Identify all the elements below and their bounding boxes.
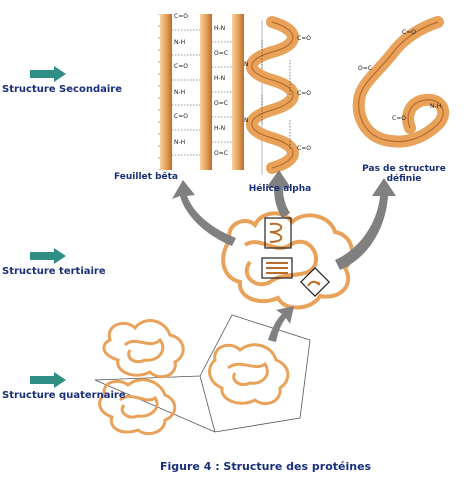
svg-text:C=O: C=O	[392, 115, 406, 122]
svg-text:O=C: O=C	[214, 150, 228, 157]
label-alpha-helix: Hélice alpha	[248, 184, 312, 194]
svg-text:H-N: H-N	[214, 75, 225, 82]
pointer-arrow-icon	[30, 372, 66, 388]
svg-text:C=O: C=O	[174, 13, 188, 20]
label-random-coil-line2: définie	[386, 174, 422, 184]
svg-text:O=C: O=C	[358, 65, 372, 72]
level-label-tertiary: Structure tertiaire	[2, 266, 106, 277]
svg-text:C=O: C=O	[297, 90, 311, 97]
tertiary-structure-illustration	[221, 211, 355, 310]
svg-text:N-H: N-H	[174, 89, 185, 96]
svg-text:N: N	[244, 61, 249, 68]
svg-text:C=O: C=O	[174, 113, 188, 120]
svg-text:N-H: N-H	[174, 39, 185, 46]
beta-sheet-illustration: C=O N-H C=O N-H C=O N-H H-N O=C H-N O=C H-N O=…	[157, 13, 244, 170]
level-label-quaternary: Structure quaternaire	[2, 390, 126, 401]
svg-text:N-H: N-H	[430, 103, 441, 110]
pointer-arrow-icon	[30, 66, 66, 82]
alpha-helix-illustration: C=O C=O C=O N N	[244, 16, 311, 175]
svg-text:O=C: O=C	[214, 100, 228, 107]
label-random-coil-line1: Pas de structure	[362, 164, 446, 174]
svg-text:O=C: O=C	[214, 50, 228, 57]
arrow-to-helix	[266, 170, 291, 218]
svg-text:N: N	[244, 117, 249, 124]
svg-text:C=O: C=O	[402, 29, 416, 36]
svg-text:C=O: C=O	[297, 145, 311, 152]
svg-text:C=O: C=O	[297, 35, 311, 42]
level-label-secondary: Structure Secondaire	[2, 84, 123, 95]
quaternary-structure-illustration	[94, 314, 311, 436]
label-beta-sheet: Feuillet bêta	[113, 172, 178, 182]
label-random-coil: Pas de structure définie	[356, 164, 452, 184]
svg-text:H-N: H-N	[214, 125, 225, 132]
arrow-to-sheet	[172, 180, 236, 246]
svg-text:C=O: C=O	[174, 63, 188, 70]
random-coil-illustration: C=O O=C C=O N-H	[352, 16, 450, 148]
svg-text:N-H: N-H	[174, 139, 185, 146]
figure-caption: Figure 4 : Structure des protéines	[160, 460, 372, 473]
svg-text:H-N: H-N	[214, 25, 225, 32]
arrow-to-tertiary	[268, 306, 294, 342]
pointer-arrow-icon	[30, 248, 66, 264]
arrow-to-coil	[335, 178, 396, 270]
transition-arrows	[172, 170, 396, 342]
